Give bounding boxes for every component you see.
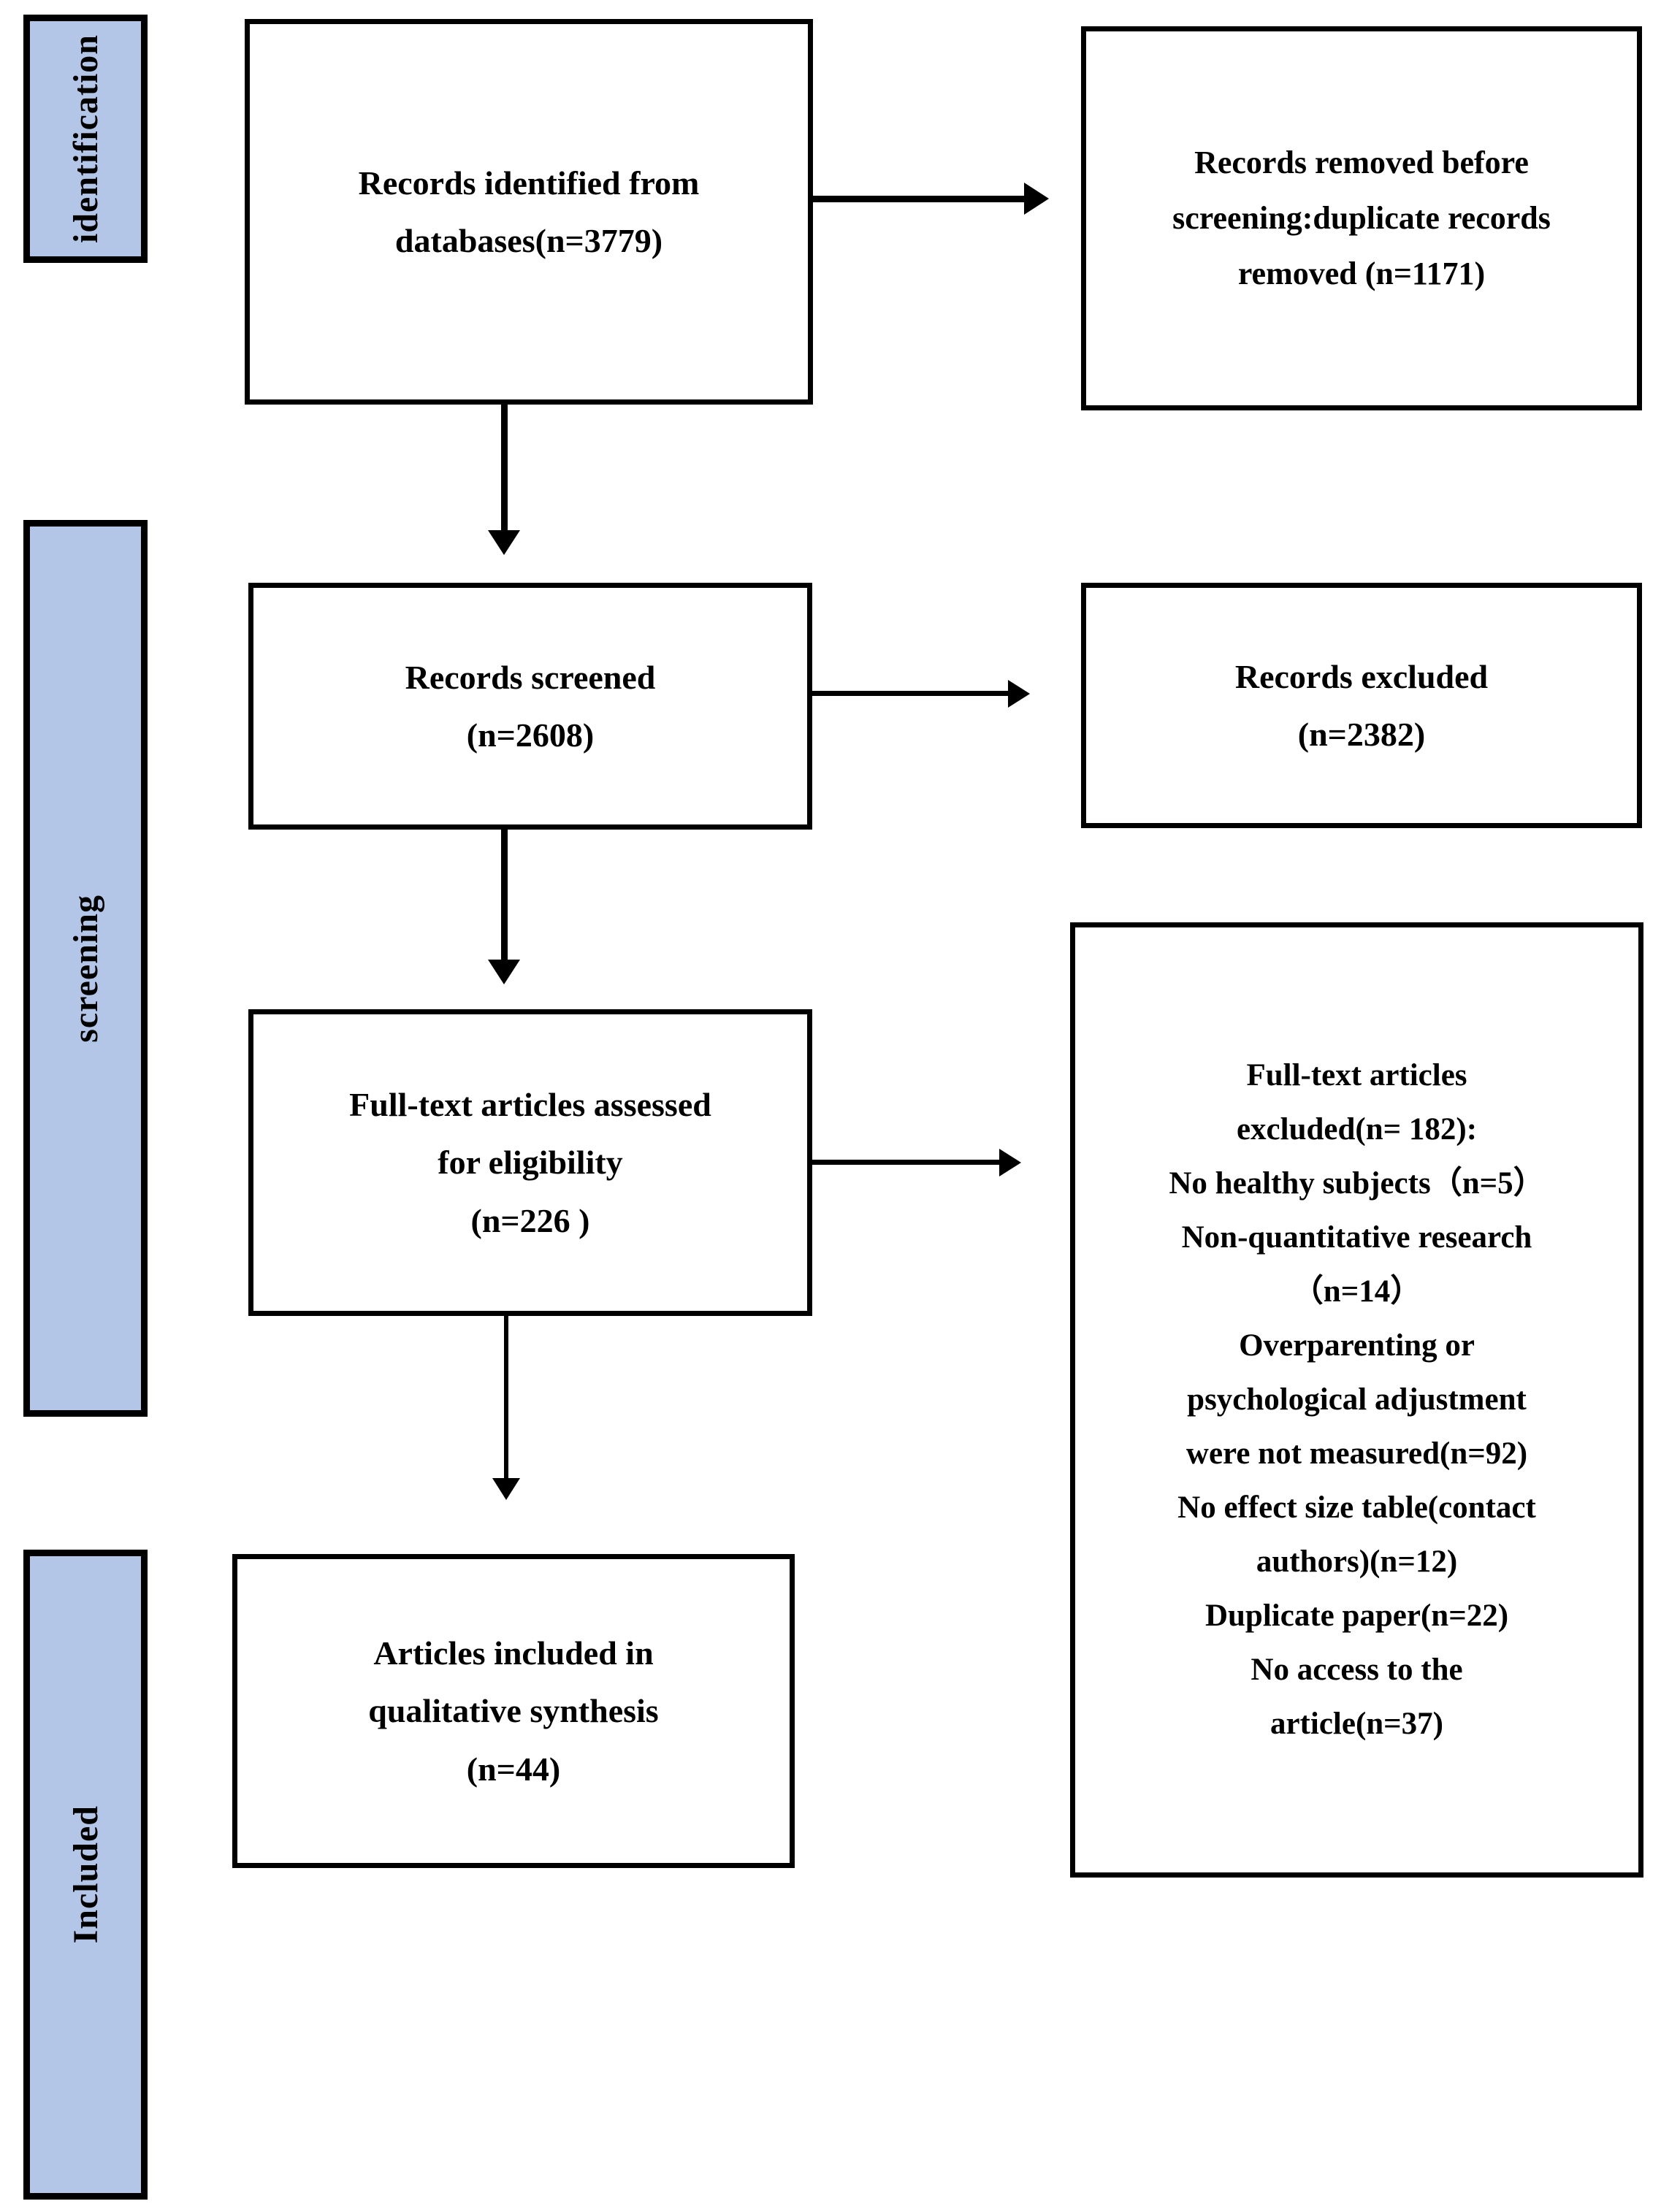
box-records-excluded: Records excluded (n=2382) <box>1081 583 1642 828</box>
box-records-removed-before-screening: Records removed before screening:duplica… <box>1081 26 1642 410</box>
text-line: article(n=37) <box>1269 1706 1443 1741</box>
stage-bar-identification: identification <box>23 15 148 263</box>
text-line: （n=14） <box>1291 1274 1422 1309</box>
text-line: Overparenting or <box>1239 1328 1475 1363</box>
text-line: removed (n=1171) <box>1237 255 1486 291</box>
box-fulltext-excluded-text: Full-text articles excluded(n= 182): No … <box>1158 1049 1554 1750</box>
text-line: screening:duplicate records <box>1172 200 1551 237</box>
connector-identified-to-screened <box>501 405 508 543</box>
stage-bar-included: Included <box>23 1550 148 2200</box>
text-line: No access to the <box>1251 1652 1463 1687</box>
box-articles-included-text: Articles included in qualitative synthes… <box>358 1624 668 1797</box>
box-records-identified: Records identified from databases(n=3779… <box>245 19 813 405</box>
text-line: (n=44) <box>466 1750 561 1788</box>
text-line: No effect size table(contact <box>1177 1490 1536 1525</box>
box-articles-included: Articles included in qualitative synthes… <box>232 1554 795 1868</box>
text-line: Non-quantitative research <box>1181 1220 1532 1255</box>
text-line: (n=2382) <box>1297 716 1426 753</box>
box-fulltext-excluded: Full-text articles excluded(n= 182): No … <box>1070 922 1643 1878</box>
text-line: psychological adjustment <box>1187 1382 1527 1417</box>
box-records-screened: Records screened (n=2608) <box>248 583 812 830</box>
box-records-identified-text: Records identified from databases(n=3779… <box>348 154 710 269</box>
text-line: were not measured(n=92) <box>1185 1436 1528 1471</box>
text-line: excluded(n= 182): <box>1236 1112 1478 1147</box>
connector-screened-to-excluded <box>812 691 1011 696</box>
stage-label-included: Included <box>66 1805 105 1944</box>
connector-fulltext-to-included <box>504 1316 508 1491</box>
stage-label-screening: screening <box>66 894 105 1043</box>
box-records-screened-text: Records screened (n=2608) <box>395 648 666 764</box>
arrowhead-fulltext-to-excluded <box>999 1149 1021 1176</box>
text-line: (n=226 ) <box>470 1201 590 1239</box>
text-line: Duplicate paper(n=22) <box>1204 1598 1509 1633</box>
box-records-excluded-text: Records excluded (n=2382) <box>1225 648 1498 763</box>
text-line: No healthy subjects（n=5） <box>1169 1166 1545 1201</box>
text-line: for eligibility <box>438 1144 623 1182</box>
box-records-removed-text: Records removed before screening:duplica… <box>1162 135 1561 301</box>
box-fulltext-assessed-text: Full-text articles assessed for eligibil… <box>339 1076 722 1249</box>
arrowhead-fulltext-to-included <box>492 1478 520 1500</box>
stage-bar-screening: screening <box>23 520 148 1417</box>
box-fulltext-assessed: Full-text articles assessed for eligibil… <box>248 1009 812 1316</box>
text-line: (n=2608) <box>466 716 595 754</box>
arrowhead-screened-to-excluded <box>1008 680 1030 708</box>
connector-screened-to-fulltext <box>501 830 508 973</box>
text-line: Articles included in <box>373 1634 654 1672</box>
text-line: Records identified from <box>358 164 700 202</box>
arrowhead-identified-to-screened <box>488 530 520 555</box>
text-line: Full-text articles <box>1246 1058 1467 1093</box>
arrowhead-identified-to-removed <box>1024 183 1049 215</box>
connector-identified-to-removed <box>813 196 1028 202</box>
connector-fulltext-to-excluded <box>812 1160 1002 1165</box>
text-line: Records removed before <box>1194 145 1529 181</box>
stage-label-identification: identification <box>66 34 105 243</box>
text-line: databases(n=3779) <box>394 222 663 259</box>
text-line: Records excluded <box>1234 657 1489 695</box>
text-line: Records screened <box>405 658 656 696</box>
text-line: qualitative synthesis <box>368 1692 659 1730</box>
text-line: Full-text articles assessed <box>349 1086 711 1124</box>
arrowhead-screened-to-fulltext <box>488 960 520 984</box>
text-line: authors)(n=12) <box>1256 1544 1458 1579</box>
